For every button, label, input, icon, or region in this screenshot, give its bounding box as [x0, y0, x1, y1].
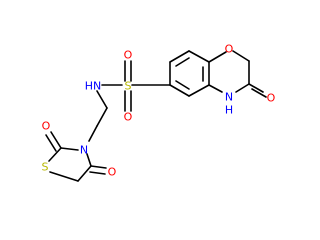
lactam-n-label: N: [225, 91, 233, 104]
bond-n-c2: [60, 147, 79, 151]
structure-diagram: S O O HN O N H O N S O O: [42, 43, 276, 182]
bond-ar-5: [169, 84, 190, 97]
molecule-svg: S O O HN O N H O N S O O: [42, 43, 276, 182]
bond-c4-o-1: [90, 165, 107, 169]
bond-c-o-ring: [208, 51, 227, 63]
bond-c2-s: [48, 147, 62, 162]
thiazolidine-s-label: S: [42, 161, 49, 174]
bond-o-ch2: [232, 50, 250, 62]
bond-ar-inner-1: [175, 57, 190, 67]
bond-c4-n: [86, 153, 92, 167]
bond-n-c: [208, 84, 223, 93]
bond-nh-ch2: [96, 90, 108, 109]
thiazolidine-o-c2-label: O: [42, 120, 51, 133]
bond-lactam-co-1: [248, 83, 264, 93]
bond-c2-o-2: [45, 134, 57, 152]
lactam-h-label: H: [225, 104, 233, 117]
bond-c4-o-2: [89, 171, 106, 175]
sulfonyl-o-bottom-label: O: [124, 111, 133, 124]
ring-oxygen-label: O: [225, 43, 234, 56]
bond-co-n: [235, 83, 250, 93]
bond-ch2-n: [88, 125, 98, 142]
sulfonamide-nh-label: HN: [85, 80, 102, 93]
bond-ar-inner-3: [175, 80, 190, 90]
bond-ar-1: [169, 50, 190, 63]
bond-c2-o-1: [50, 131, 62, 149]
bonds: [45, 50, 267, 182]
atom-labels: S O O HN O N H O N S O O: [42, 43, 276, 179]
bond-ar-2: [188, 50, 210, 63]
bond-lactam-co-2: [251, 88, 267, 98]
thiazolidine-n-label: N: [80, 144, 88, 157]
bond-ch2-ch2: [96, 107, 108, 127]
sulfonyl-o-top-label: O: [124, 49, 133, 62]
sulfonyl-s-label: S: [125, 80, 132, 93]
thiazolidine-o-c4-label: O: [108, 166, 117, 179]
lactam-carbonyl-o-label: O: [267, 92, 276, 105]
bond-ar-4: [188, 84, 210, 97]
bond-c5-c4: [77, 165, 92, 182]
bond-s-c5: [49, 171, 79, 182]
